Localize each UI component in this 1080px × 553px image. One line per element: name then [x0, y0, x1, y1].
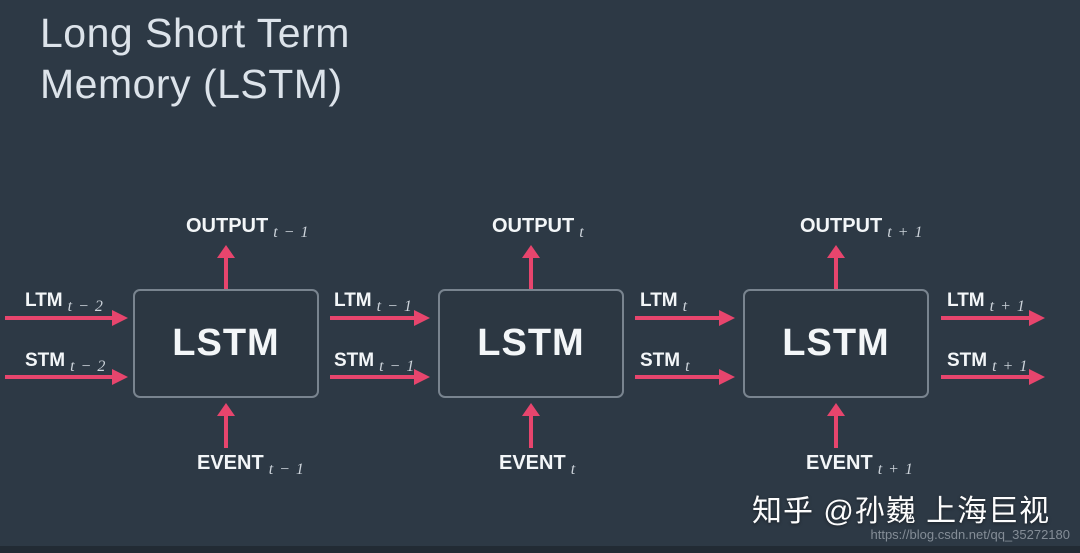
- ltm-arrow-line: [5, 316, 113, 320]
- watermark-text: 知乎 @孙巍 上海巨视: [752, 495, 1051, 528]
- page-title: Long Short Term Memory (LSTM): [40, 8, 350, 110]
- stm-label-text: STM: [947, 350, 988, 371]
- event-label-text: EVENT: [499, 452, 566, 474]
- event-label-text: EVENT: [197, 452, 264, 474]
- ltm-arrow-head-icon: [1029, 310, 1045, 326]
- ltm-label-subscript: t − 2: [67, 298, 104, 315]
- event-arrow-head-icon: [522, 403, 540, 416]
- lstm-box-label: LSTM: [782, 322, 890, 364]
- event-arrow-head-icon: [217, 403, 235, 416]
- lstm-box-3: LSTM: [743, 289, 929, 398]
- event-arrow-line: [224, 415, 228, 448]
- event-label-text: EVENT: [806, 452, 873, 474]
- page-title-line-1: Long Short Term: [40, 10, 350, 56]
- ltm-arrow-line: [330, 316, 415, 320]
- ltm-label-text: LTM: [640, 290, 678, 311]
- bottom-bar: [0, 546, 1080, 553]
- output-label-text: OUTPUT: [186, 215, 269, 237]
- stm-arrow-head-icon: [414, 369, 430, 385]
- output-label-subscript: t − 1: [273, 224, 310, 241]
- stm-arrow-head-icon: [719, 369, 735, 385]
- stm-arrow-head-icon: [1029, 369, 1045, 385]
- output-label-text: OUTPUT: [492, 215, 575, 237]
- event-arrow-line: [834, 415, 838, 448]
- stm-arrow-line: [941, 375, 1030, 379]
- event-arrow-line: [529, 415, 533, 448]
- lstm-box-2: LSTM: [438, 289, 624, 398]
- output-arrow-head-icon: [522, 245, 540, 258]
- ltm-label-text: LTM: [947, 290, 985, 311]
- stm-label-subscript: t − 2: [70, 358, 107, 375]
- event-label-subscript: t + 1: [877, 461, 914, 478]
- ltm-arrow-head-icon: [414, 310, 430, 326]
- stm-arrow-line: [635, 375, 720, 379]
- output-arrow-line: [834, 257, 838, 289]
- stm-label-subscript: t + 1: [992, 358, 1029, 375]
- stm-label-text: STM: [334, 350, 375, 371]
- lstm-box-1: LSTM: [133, 289, 319, 398]
- stm-label-subscript: t: [685, 358, 691, 375]
- output-label-text: OUTPUT: [800, 215, 883, 237]
- output-label-subscript: t + 1: [887, 224, 924, 241]
- ltm-label-subscript: t + 1: [989, 298, 1026, 315]
- stm-label-text: STM: [25, 350, 66, 371]
- lstm-box-label: LSTM: [477, 322, 585, 364]
- output-arrow-head-icon: [827, 245, 845, 258]
- output-label-subscript: t: [579, 224, 585, 241]
- lstm-box-label: LSTM: [172, 322, 280, 364]
- watermark-url: https://blog.csdn.net/qq_35272180: [870, 527, 1071, 542]
- ltm-arrow-line: [941, 316, 1030, 320]
- stm-arrow-line: [330, 375, 415, 379]
- ltm-arrow-line: [635, 316, 720, 320]
- stm-arrow-head-icon: [112, 369, 128, 385]
- page-title-line-2: Memory (LSTM): [40, 61, 343, 107]
- event-arrow-head-icon: [827, 403, 845, 416]
- event-label-subscript: t − 1: [268, 461, 305, 478]
- output-arrow-line: [224, 257, 228, 289]
- event-label-subscript: t: [570, 461, 577, 478]
- ltm-label-subscript: t − 1: [376, 298, 413, 315]
- ltm-label-text: LTM: [334, 290, 372, 311]
- ltm-arrow-head-icon: [719, 310, 735, 326]
- output-arrow-line: [529, 257, 533, 289]
- stm-label-text: STM: [640, 350, 681, 371]
- stm-label-subscript: t − 1: [379, 358, 416, 375]
- ltm-arrow-head-icon: [112, 310, 128, 326]
- output-arrow-head-icon: [217, 245, 235, 258]
- ltm-label-subscript: t: [682, 298, 689, 315]
- ltm-label-text: LTM: [25, 290, 63, 311]
- stm-arrow-line: [5, 375, 113, 379]
